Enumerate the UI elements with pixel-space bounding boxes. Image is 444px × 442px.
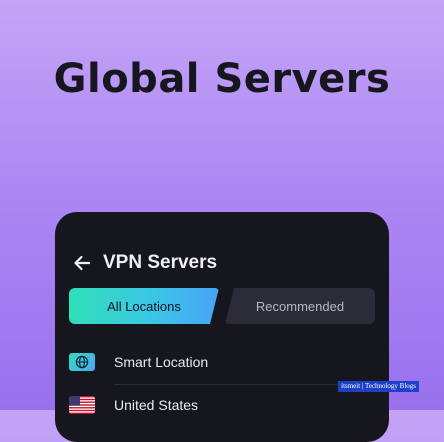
tab-all-locations[interactable]: All Locations bbox=[69, 288, 219, 324]
arrow-left-icon bbox=[74, 255, 91, 271]
server-item-label: Smart Location bbox=[114, 354, 209, 370]
list-divider bbox=[114, 384, 375, 385]
phone-screen: VPN Servers All Locations Recommended Sm… bbox=[55, 212, 389, 442]
server-item-label: United States bbox=[114, 397, 199, 413]
globe-icon bbox=[69, 353, 95, 371]
screen-title: VPN Servers bbox=[103, 252, 218, 273]
back-button[interactable] bbox=[69, 250, 95, 276]
tab-all-locations-label: All Locations bbox=[107, 298, 181, 314]
top-bar: VPN Servers bbox=[55, 250, 389, 276]
server-item-smart-location[interactable]: Smart Location bbox=[69, 347, 375, 377]
tab-recommended[interactable]: Recommended bbox=[225, 288, 375, 324]
us-flag-icon bbox=[69, 396, 95, 414]
server-item-united-states[interactable]: United States bbox=[69, 390, 375, 420]
tab-recommended-label: Recommended bbox=[255, 298, 345, 314]
location-tabs: All Locations Recommended bbox=[69, 288, 375, 324]
headline: Global Servers bbox=[53, 56, 391, 102]
watermark-badge: itsmeit | Technology Blogs bbox=[338, 381, 419, 392]
